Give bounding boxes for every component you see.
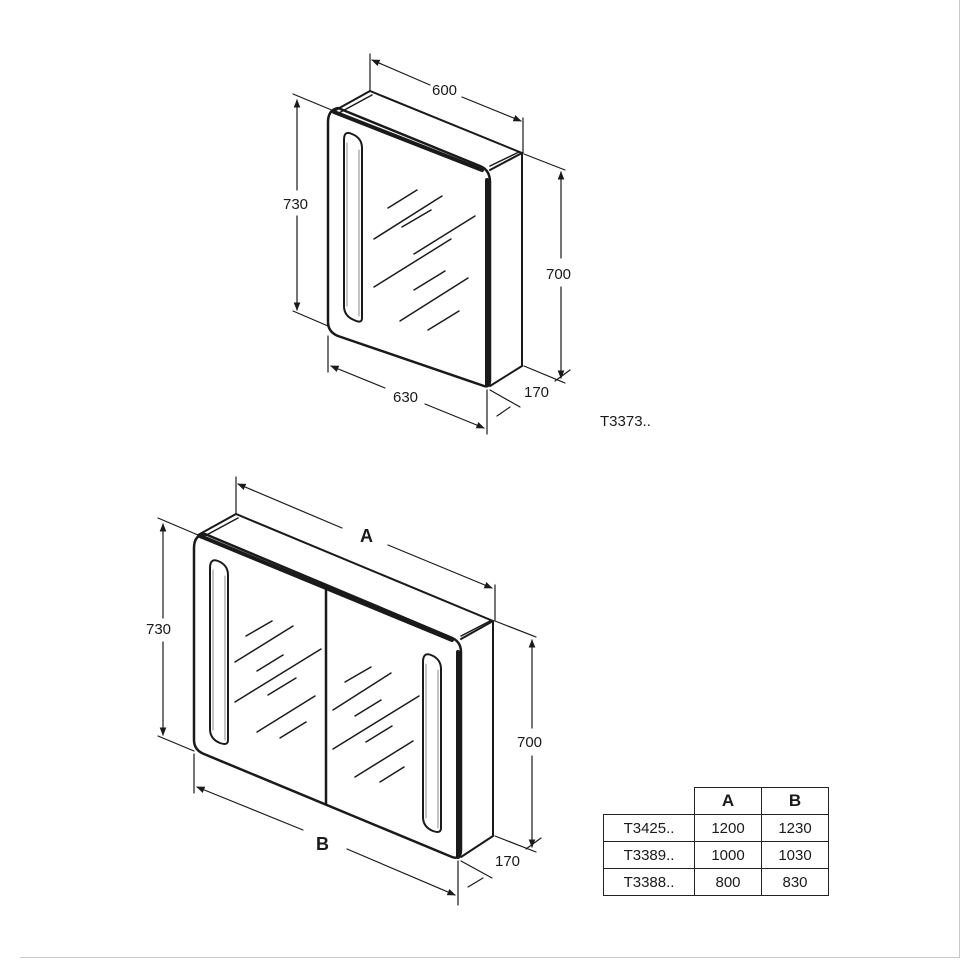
dim-b-label: B [316, 834, 329, 854]
table-cell-model: T3425.. [603, 814, 695, 842]
dim-730-bottom: 730 [146, 621, 171, 638]
table-cell-a: 800 [694, 868, 762, 896]
top-cabinet [292, 53, 571, 435]
frame-border-right [959, 0, 960, 958]
dim-170-bottom: 170 [495, 853, 520, 870]
table-cell-a: 1000 [694, 841, 762, 869]
dim-630: 630 [393, 389, 418, 406]
bottom-cabinet [157, 476, 542, 906]
table-cell-model: T3388.. [603, 868, 695, 896]
table-row: T3389.. 1000 1030 [603, 841, 829, 869]
table-header-row: A B [604, 787, 829, 815]
table-cell-b: 1030 [761, 841, 829, 869]
dimensions-table: A B T3425.. 1200 1230 T3389.. 1000 1030 … [603, 787, 829, 896]
dim-700-top: 700 [546, 266, 571, 283]
table-row: T3425.. 1200 1230 [603, 814, 829, 842]
table-cell-b: 830 [761, 868, 829, 896]
dim-600: 600 [432, 82, 457, 99]
table-cell-a: 1200 [694, 814, 762, 842]
dim-a-label: A [360, 526, 373, 546]
frame-border-bottom [20, 957, 960, 958]
table-row: T3388.. 800 830 [603, 868, 829, 896]
dim-700-bottom: 700 [517, 734, 542, 751]
table-header-b: B [761, 787, 829, 815]
table-header-blank [604, 788, 695, 815]
table-header-a: A [694, 787, 762, 815]
top-cabinet-labels: 600 730 700 630 170 [283, 82, 571, 406]
table-cell-b: 1230 [761, 814, 829, 842]
bottom-cabinet-labels: A 730 700 B 170 [146, 526, 542, 870]
dim-170-top: 170 [524, 384, 549, 401]
table-cell-model: T3389.. [603, 841, 695, 869]
dim-730-top: 730 [283, 196, 308, 213]
top-cabinet-model-label: T3373.. [600, 413, 651, 430]
